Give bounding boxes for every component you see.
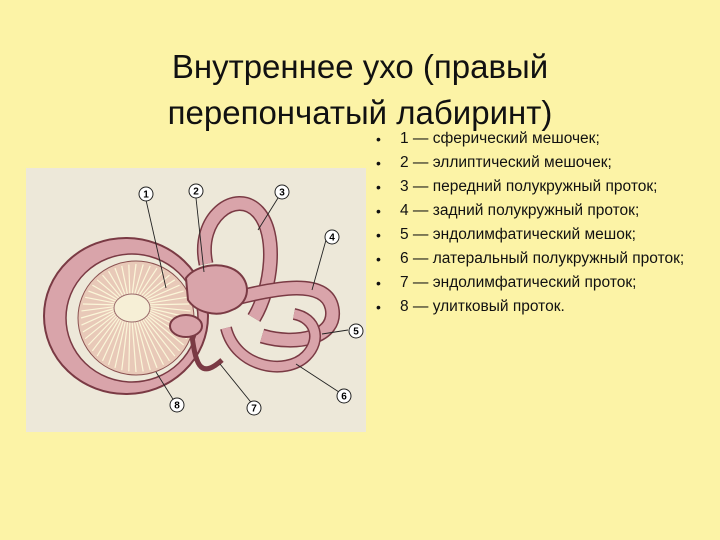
bullet-icon: • (376, 227, 381, 243)
fiber-line (147, 303, 190, 306)
fiber-line (92, 284, 120, 302)
endolymphatic-duct-shape (189, 335, 224, 372)
bullet-icon: • (376, 299, 381, 315)
svg-text:2: 2 (193, 187, 199, 198)
marker-8: 8 (169, 397, 185, 413)
legend-item-4: • 4 — задний полукружный проток; (374, 202, 704, 220)
fiber-line (80, 307, 117, 319)
fiber-line (85, 296, 118, 304)
legend-text: 4 — задний полукружный проток; (400, 202, 640, 219)
legend-item-2: • 2 — эллиптический мешочек; (374, 154, 704, 172)
marker-5: 5 (348, 323, 364, 339)
fiber-line (88, 290, 119, 303)
fiber-line (96, 279, 122, 300)
fiber-line (146, 296, 187, 305)
fiber-line (81, 309, 117, 326)
marker-7: 7 (246, 400, 262, 416)
bullet-icon: • (376, 179, 381, 195)
fiber-line (82, 303, 117, 306)
fiber-line (141, 274, 170, 299)
fiber-line (133, 319, 144, 372)
svg-text:5: 5 (353, 327, 359, 338)
fiber-line (145, 313, 185, 346)
bullet-icon: • (376, 131, 381, 147)
leader-lines (145, 197, 349, 407)
bullet-icon: • (376, 275, 381, 291)
bullet-icon: • (376, 251, 381, 267)
fiber-line (128, 264, 131, 297)
fiber-line (107, 270, 125, 298)
legend-item-6: • 6 — латеральный полукружный проток; (374, 250, 704, 268)
legend-item-5: • 5 — эндолимфатический мешок; (374, 226, 704, 244)
posterior-duct-shape (234, 282, 339, 347)
bullet-icon: • (376, 155, 381, 171)
slide-title: Внутреннее ухо (правый перепончатый лаби… (60, 44, 660, 136)
fiber-line (139, 318, 165, 366)
svg-text:1: 1 (143, 190, 149, 201)
legend-item-3: • 3 — передний полукружный проток; (374, 178, 704, 196)
fiber-line (145, 290, 184, 303)
fiber-line (107, 318, 125, 365)
fiber-line (87, 313, 119, 346)
fiber-line (133, 264, 144, 297)
fiber-line (91, 314, 120, 352)
legend-text: 8 — улитковый проток. (400, 298, 565, 315)
fiber-line (82, 310, 117, 333)
marker-4: 4 (324, 229, 340, 245)
bullet-icon: • (376, 203, 381, 219)
fiber-line (114, 318, 127, 369)
fiber-line (135, 265, 151, 297)
legend-list: • 1 — сферический мешочек; • 2 — эллиптиче… (374, 130, 704, 322)
utricle-shape (184, 264, 248, 315)
marker-3: 3 (274, 184, 290, 200)
svg-text:4: 4 (329, 233, 335, 244)
fiber-line (81, 305, 117, 312)
fiber-line (144, 314, 181, 352)
modiolus-shape (113, 293, 151, 323)
fiber-line (101, 317, 123, 362)
fiber-line (114, 267, 127, 298)
title-line-2: перепончатый лабиринт) (167, 94, 553, 132)
legend-text: 7 — эндолимфатический проток; (400, 274, 637, 291)
fiber-line (142, 316, 176, 357)
svg-text:6: 6 (341, 392, 347, 403)
legend-item-8: • 8 — улитковый проток. (374, 298, 704, 316)
fiber-line (121, 265, 129, 297)
svg-text:8: 8 (174, 401, 180, 412)
fiber-line (144, 284, 180, 302)
marker-1: 1 (138, 186, 154, 202)
fiber-line (137, 318, 158, 369)
legend-item-7: • 7 — эндолимфатический проток; (374, 274, 704, 292)
saccule-shape (169, 314, 203, 338)
labyrinth-figure: 1 2 3 4 5 6 7 8 (26, 168, 366, 432)
legend-text: 3 — передний полукружный проток; (400, 178, 658, 195)
fiber-line (142, 279, 176, 301)
fiber-line (84, 312, 118, 340)
legend-item-1: • 1 — сферический мешочек; (374, 130, 704, 148)
fiber-line (121, 319, 129, 371)
fiber-line (102, 274, 123, 299)
legend-text: 6 — латеральный полукружный проток; (400, 250, 685, 267)
legend-text: 5 — эндолимфатический мешок; (400, 226, 636, 243)
fiber-line (96, 316, 122, 357)
labyrinth-illustration: 1 2 3 4 5 6 7 8 (43, 183, 364, 416)
legend-text: 2 — эллиптический мешочек; (400, 154, 612, 171)
svg-text:3: 3 (279, 188, 285, 199)
fiber-line (135, 319, 151, 371)
marker-2: 2 (188, 183, 204, 199)
fiber-line (139, 270, 164, 299)
marker-6: 6 (336, 388, 352, 404)
fiber-line (128, 319, 131, 372)
fiber-line (131, 319, 137, 373)
title-line-1: Внутреннее ухо (правый (171, 48, 549, 86)
fiber-line (137, 267, 158, 298)
fiber-line (131, 263, 137, 297)
legend-text: 1 — сферический мешочек; (400, 130, 600, 147)
fiber-line (141, 317, 170, 362)
svg-text:7: 7 (251, 404, 257, 415)
fiber-line (147, 305, 191, 312)
lateral-duct-shape (221, 309, 320, 372)
